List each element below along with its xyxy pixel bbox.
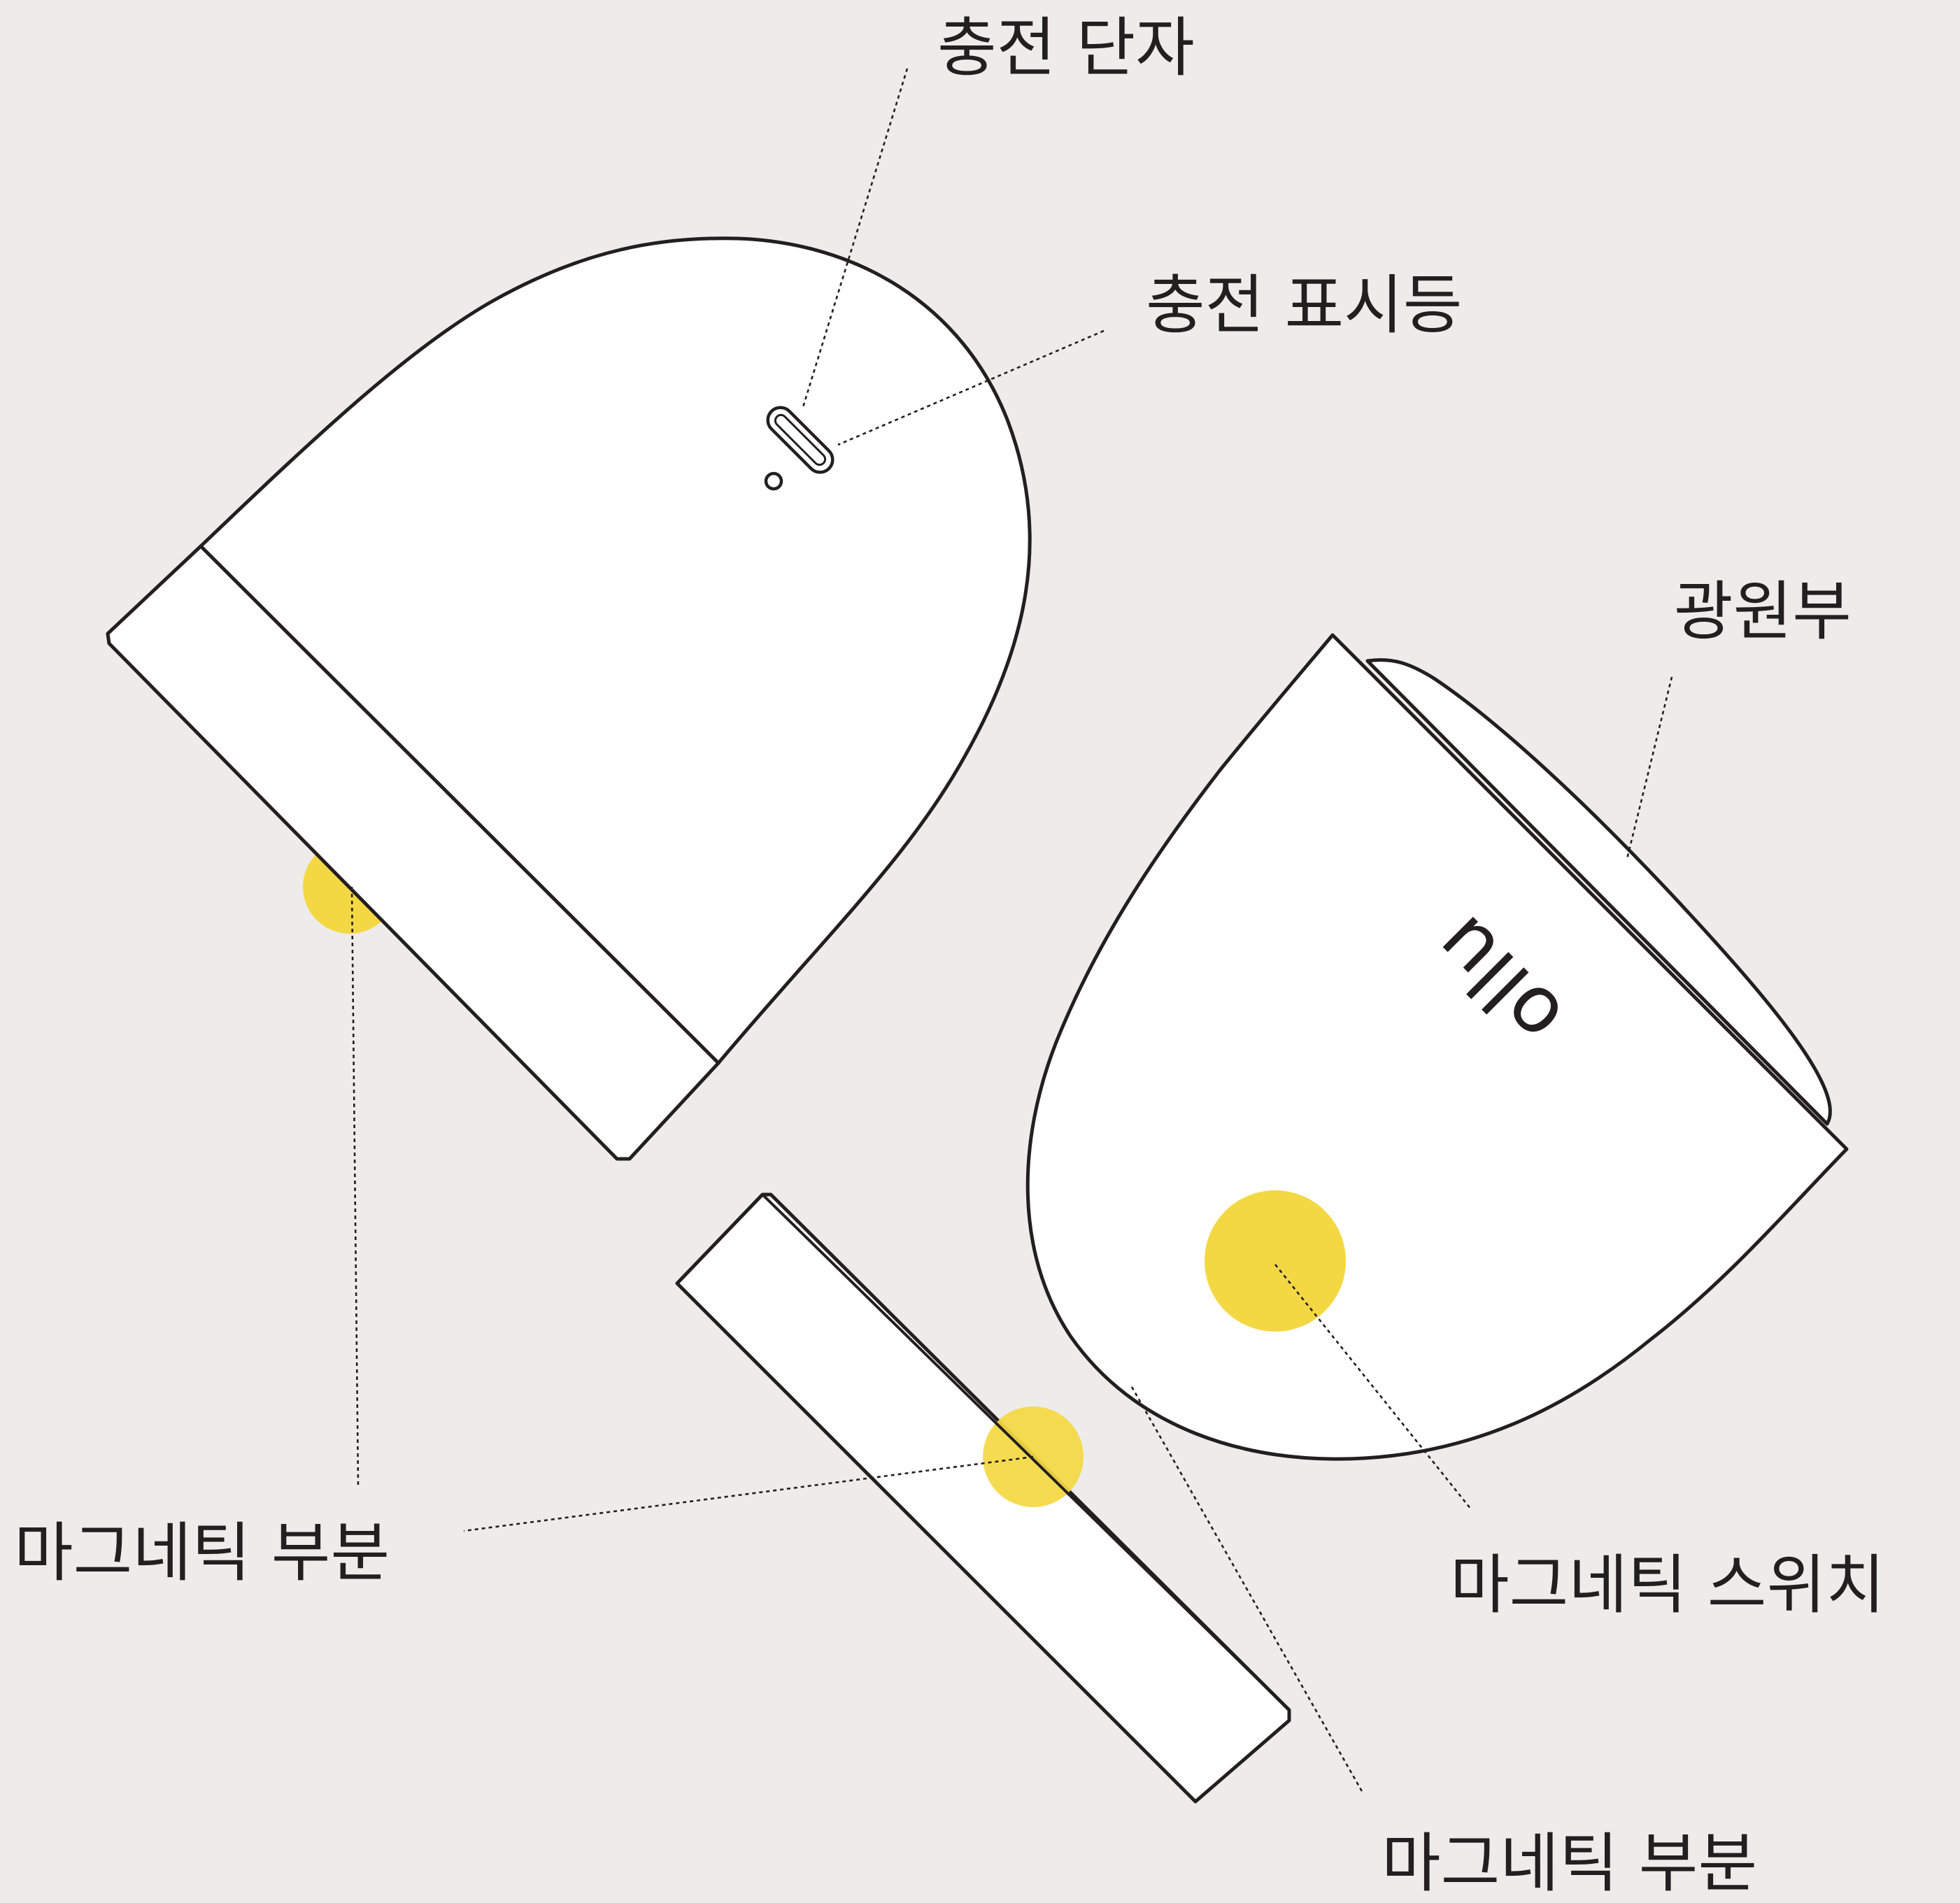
light-source-lens	[1365, 658, 1832, 1126]
lamp-head-base-strip	[106, 544, 720, 1161]
charging-port-inner	[774, 413, 827, 466]
leader-light-source	[1626, 676, 1673, 860]
label-magnetic-switch: 마그네틱 스위치	[1450, 1548, 1885, 1623]
leader-charging-port	[802, 68, 909, 408]
leader-magnetic-bottom	[1130, 1386, 1364, 1793]
lamp-head-dome	[199, 236, 1032, 1065]
lamp-body-dome	[1025, 633, 1849, 1461]
lamp-body-right: ollu	[1025, 633, 1849, 1461]
magnetic-bar	[675, 1192, 1291, 1804]
leader-lines	[350, 68, 1673, 1793]
label-charging-indicator: 충전 표시등	[1146, 268, 1462, 343]
lamp-head-left	[106, 236, 1032, 1161]
magnetic-switch-marker	[1205, 1190, 1346, 1332]
charging-port-icon	[766, 406, 835, 474]
leader-magnetic-left	[350, 886, 360, 1485]
leader-magnetic-bar	[463, 1455, 1034, 1532]
label-light-source: 광원부	[1674, 574, 1852, 649]
magnetic-bar-edge	[761, 1193, 1291, 1711]
label-magnetic-bottom: 마그네틱 부분	[1382, 1826, 1757, 1901]
leader-magnetic-switch	[1274, 1264, 1472, 1510]
charging-indicator-icon	[764, 471, 783, 491]
leader-charging-indicator	[837, 329, 1105, 446]
label-magnetic-left: 마그네틱 부분	[14, 1516, 390, 1590]
label-charging-port: 충전 단자	[937, 10, 1195, 85]
labels: 충전 단자 충전 표시등 광원부 마그네틱 부분 마그네틱 스위치 마그네틱 부…	[14, 10, 1885, 1901]
